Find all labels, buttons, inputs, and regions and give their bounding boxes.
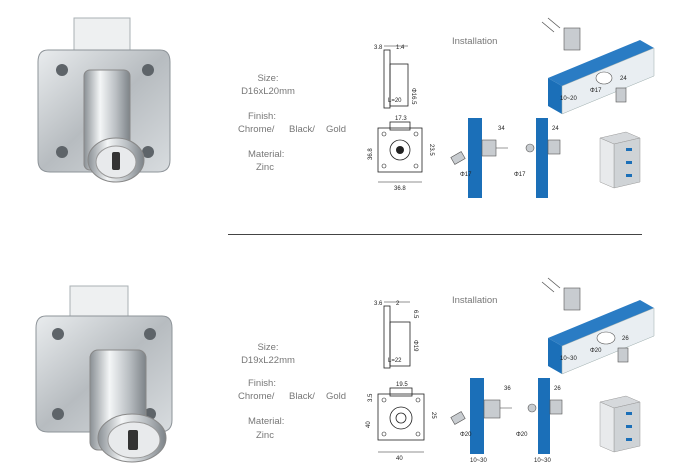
finish-label-2: Finish: [248, 378, 276, 389]
finish-option-black-1: Black/ [289, 124, 315, 135]
dim-front-bottom-2: 40 [396, 456, 403, 462]
dim-side-b-1: 1.4 [396, 45, 405, 51]
dim-front-right-2: 25 [430, 412, 436, 419]
dim-side-a-1: 3.8 [374, 45, 383, 51]
dim-side-length-2: L=22 [388, 358, 402, 364]
side-view-drawing-2: 3.6 2 6.5 Φ19 L=22 [374, 301, 418, 369]
install-section-a-2: 36 Φ20 10~30 [450, 378, 512, 464]
dim-front-right-1: 23.5 [428, 144, 434, 156]
dim-side-dia-2: Φ19 [412, 340, 418, 352]
dim-inst-b-dia-1: Φ17 [514, 172, 526, 178]
dim-side-length-1: L=20 [388, 98, 402, 104]
dim-inst-b-depth-2: 26 [554, 386, 561, 392]
dim-front-top-2: 19.5 [396, 382, 408, 388]
size-value-2: D19xL22mm [241, 355, 295, 366]
install-section-a-1: 34 Φ17 [450, 118, 508, 198]
dim-side-a-2: 3.6 [374, 301, 383, 307]
dim-panel-thickness-2: 10~30 [560, 356, 578, 362]
size-value-1: D16xL20mm [241, 86, 295, 97]
size-label-1: Size: [257, 73, 279, 84]
dim-side-b-2: 2 [396, 301, 400, 307]
dim-inst-a-depth-2: 36 [504, 386, 511, 392]
installation-label-1: Installation [452, 36, 498, 47]
dim-side-dia-1: Φ16.5 [410, 88, 416, 105]
front-view-drawing-1: 17.3 36.8 23.5 36.8 [368, 116, 434, 192]
dim-panel-thickness-1: 10~20 [560, 96, 578, 102]
material-label-1: Material: [248, 149, 285, 160]
finish-option-gold-1: Gold [326, 124, 347, 135]
finish-label-1: Finish: [248, 111, 276, 122]
front-view-drawing-2: 19.5 3.5 40 25 40 [366, 382, 436, 462]
material-value-2: Zinc [256, 430, 274, 441]
dim-inst-a-dia-1: Φ17 [460, 172, 472, 178]
section-divider [228, 234, 642, 235]
dim-front-small-2: 3.5 [368, 393, 374, 402]
finish-option-chrome-2: Chrome/ [238, 391, 275, 402]
material-value-1: Zinc [256, 162, 274, 173]
dim-panel-depth-2: 26 [622, 336, 629, 342]
drawer-cabinet-icon-2 [599, 395, 641, 453]
dim-side-c-2: 6.5 [412, 310, 418, 319]
dim-inst-b-dia-2: Φ20 [516, 432, 528, 438]
dim-panel-dia-1: Φ17 [590, 88, 602, 94]
material-label-2: Material: [248, 416, 285, 427]
dim-front-bottom-1: 36.8 [394, 186, 406, 192]
install-section-b-1: 24 Φ17 [514, 118, 561, 198]
install-section-b-2: 26 Φ20 10~30 [516, 378, 563, 464]
dim-inst-a-depth-1: 34 [498, 126, 505, 132]
lock-photo-2 [35, 285, 173, 463]
finish-option-chrome-1: Chrome/ [238, 124, 275, 135]
finish-option-black-2: Black/ [289, 391, 315, 402]
dim-bottom-b-2: 10~30 [534, 458, 552, 464]
installation-label-2: Installation [452, 295, 498, 306]
dim-panel-dia-2: Φ20 [590, 348, 602, 354]
dim-front-left-1: 36.8 [368, 148, 374, 160]
drawer-cabinet-icon-1 [599, 131, 641, 189]
side-view-drawing-1: 3.8 1.4 Φ16.5 L=20 [374, 45, 416, 109]
dim-inst-b-depth-1: 24 [552, 126, 559, 132]
size-label-2: Size: [257, 342, 279, 353]
dim-front-top-1: 17.3 [395, 116, 407, 122]
install-panel-iso-2: Φ20 26 10~30 [541, 277, 655, 375]
dim-inst-a-dia-2: Φ20 [460, 432, 472, 438]
finish-option-gold-2: Gold [326, 391, 347, 402]
dim-panel-depth-1: 24 [620, 76, 627, 82]
install-panel-iso-1: Φ17 24 10~20 [541, 17, 655, 115]
dim-front-left-2: 40 [366, 421, 372, 428]
dim-bottom-a-2: 10~30 [470, 458, 488, 464]
lock-photo-1 [37, 17, 171, 183]
